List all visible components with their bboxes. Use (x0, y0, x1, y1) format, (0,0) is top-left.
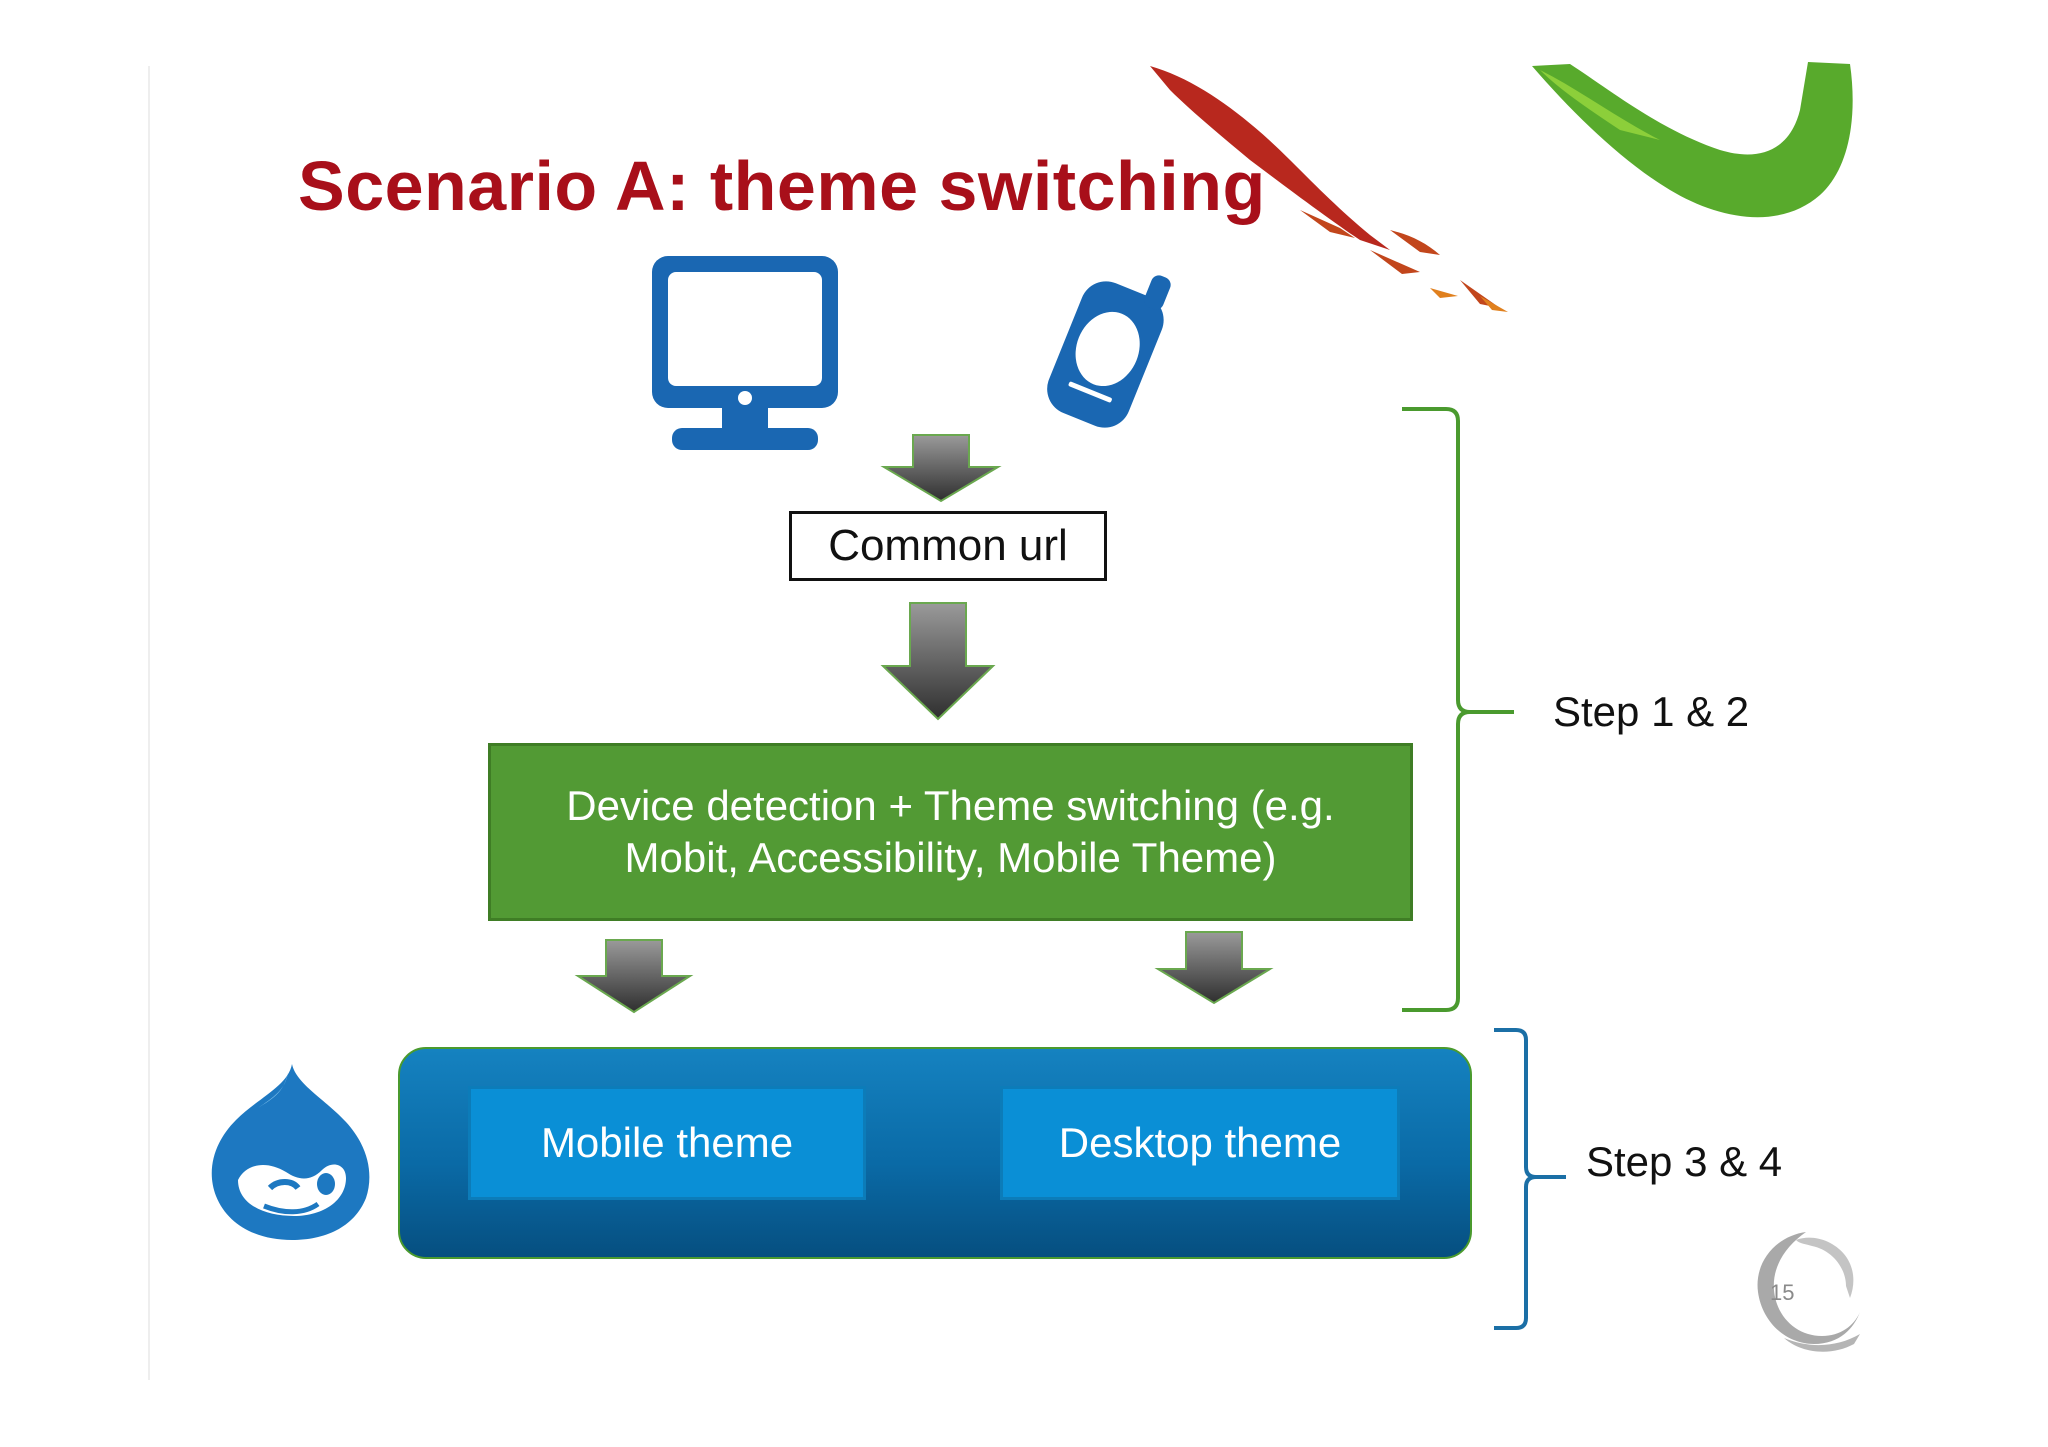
step-3-4-label: Step 3 & 4 (1586, 1138, 1783, 1185)
bracket-step-3-4 (1494, 1028, 1566, 1330)
slide-left-edge (148, 66, 150, 1380)
common-url-box: Common url (789, 511, 1107, 581)
red-brush-splatter (1300, 210, 1500, 308)
device-detection-box: Device detection + Theme switching (e.g.… (488, 743, 1413, 921)
arrow-url-to-detection (880, 602, 996, 721)
green-brush-highlight (1540, 70, 1660, 140)
orange-brush-splatter (1430, 288, 1508, 312)
mobile-phone-icon (1047, 275, 1171, 428)
desktop-monitor-icon (652, 256, 838, 450)
page-number-swirl-icon (1757, 1232, 1860, 1352)
decorative-brush-strokes (1150, 62, 1853, 312)
drupal-drop-icon (211, 1064, 370, 1240)
bracket-step-1-2 (1402, 407, 1514, 1012)
arrow-devices-to-url (880, 434, 1002, 503)
red-brush-stroke (1150, 66, 1390, 250)
themes-container: Mobile theme Desktop theme (398, 1047, 1472, 1259)
arrow-detection-to-desktop (1154, 931, 1274, 1005)
mobile-theme-box: Mobile theme (468, 1086, 866, 1200)
page-number: 15 (1770, 1280, 1795, 1305)
desktop-theme-box: Desktop theme (1000, 1086, 1400, 1200)
slide-title: Scenario A: theme switching (298, 147, 1266, 225)
arrow-detection-to-mobile (574, 939, 694, 1014)
green-brush-stroke (1532, 62, 1853, 218)
step-1-2-label: Step 1 & 2 (1553, 688, 1750, 735)
